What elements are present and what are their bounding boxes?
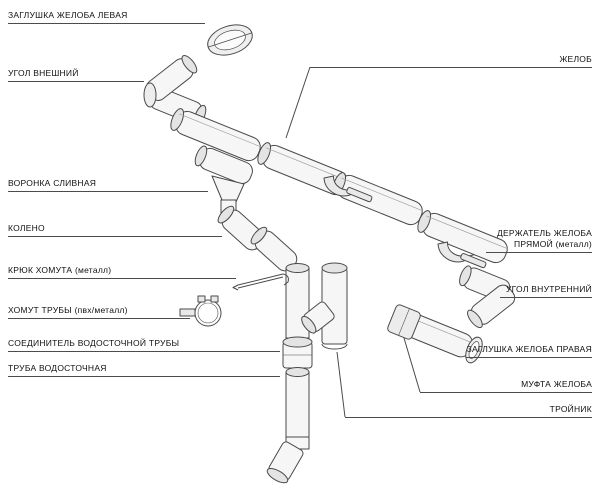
label-drain-funnel: ВОРОНКА СЛИВНАЯ bbox=[8, 178, 208, 192]
part-elbow bbox=[250, 226, 298, 272]
part-clamp-hook bbox=[232, 273, 289, 291]
part-end-cap-right bbox=[465, 336, 483, 364]
label-pipe-connector: СОЕДИНИТЕЛЬ ВОДОСТОЧНОЙ ТРУБЫ bbox=[8, 338, 280, 352]
leader-tee bbox=[336, 351, 346, 418]
label-gutter-holder: ДЕРЖАТЕЛЬ ЖЕЛОБА ПРЯМОЙ (металл) bbox=[486, 228, 592, 253]
part-gutter-section bbox=[417, 210, 509, 264]
label-elbow: КОЛЕНО bbox=[8, 223, 222, 237]
label-corner-outer: УГОЛ ВНЕШНИЙ bbox=[8, 68, 144, 82]
part-end-cap-left bbox=[207, 24, 253, 56]
label-pipe-clamp: ХОМУТ ТРУБЫ (пвх/металл) bbox=[8, 305, 190, 319]
part-gutter-section bbox=[332, 172, 424, 226]
label-corner-inner: УГОЛ ВНУТРЕННИЙ bbox=[500, 284, 592, 298]
part-downpipe bbox=[285, 263, 310, 343]
leader-coupling bbox=[403, 337, 421, 393]
label-gutter: ЖЕЛОБ bbox=[310, 54, 592, 68]
part-tee bbox=[301, 262, 348, 350]
part-gutter-coupling bbox=[387, 304, 421, 340]
label-end-cap-right: ЗАГЛУШКА ЖЕЛОБА ПРАВАЯ bbox=[466, 344, 592, 358]
part-corner-inner bbox=[459, 265, 516, 329]
part-downpipe bbox=[285, 367, 310, 438]
label-tee: ТРОЙНИК bbox=[345, 404, 592, 418]
label-clamp-hook: КРЮК ХОМУТА (металл) bbox=[8, 265, 236, 279]
part-pipe-connector bbox=[282, 336, 313, 369]
label-gutter-coupling: МУФТА ЖЕЛОБА bbox=[420, 379, 592, 393]
label-downpipe: ТРУБА ВОДОСТОЧНАЯ bbox=[8, 363, 280, 377]
part-outlet-elbow bbox=[266, 436, 310, 484]
part-pipe-clamp bbox=[179, 295, 222, 327]
label-end-cap-left: ЗАГЛУШКА ЖЕЛОБА ЛЕВАЯ bbox=[8, 10, 205, 24]
leader-gutter bbox=[285, 66, 311, 139]
